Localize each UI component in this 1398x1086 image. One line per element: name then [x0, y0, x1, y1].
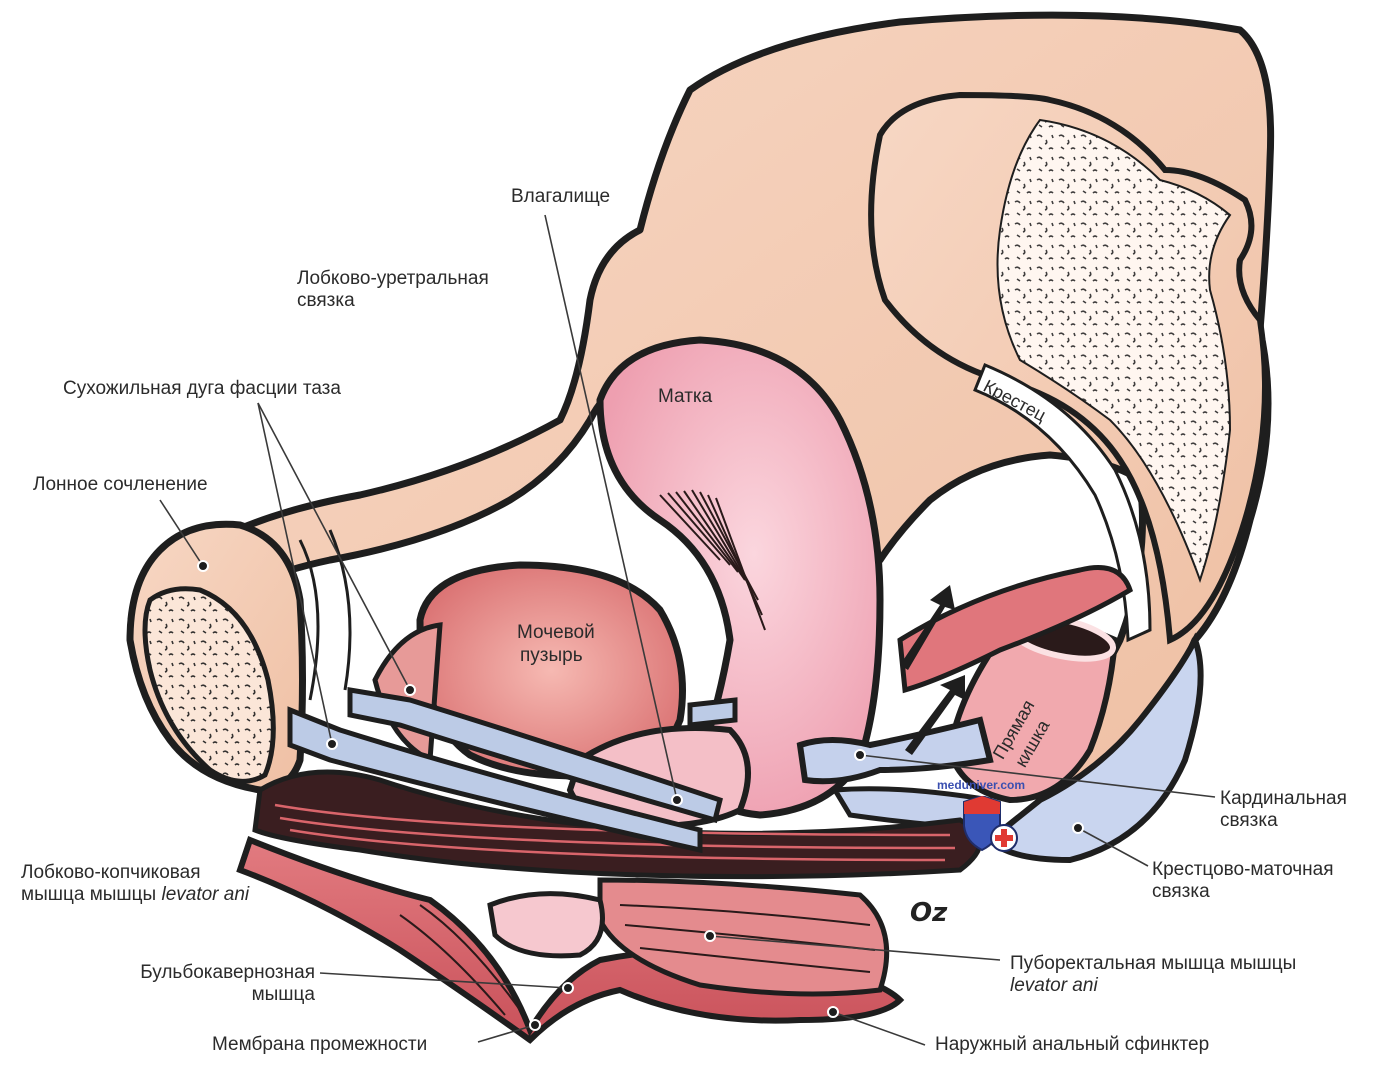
- uterus-fibers: [659, 489, 766, 631]
- arcus-tendineus-ligaments: [287, 687, 738, 854]
- label-bladder-line1: Мочевой: [517, 622, 595, 643]
- label-pubococcygeus-italic: levator ani: [161, 884, 250, 905]
- levator-ani-fibers: [274, 803, 956, 862]
- uterosacral-ligament: [985, 632, 1204, 864]
- label-pubourethral-line1: Лобково-уретральная: [297, 268, 489, 289]
- traction-arrows: [900, 585, 965, 755]
- bulb-structure: [487, 891, 605, 959]
- leader-vagina: [544, 214, 678, 801]
- leader-arcus-1: [257, 402, 333, 745]
- leader-dots: [197, 560, 1084, 1031]
- uterosacral-muscle-band: [897, 565, 1134, 694]
- label-uterosacral-line2: связка: [1152, 881, 1210, 902]
- label-cardinal-line2: связка: [1220, 810, 1278, 831]
- label-bulbocavernosus-line2: мышца: [251, 984, 315, 1005]
- cardinal-ligament: [796, 716, 994, 785]
- leader-anal-sphincter: [832, 1011, 926, 1046]
- leader-puborectalis: [709, 935, 1001, 961]
- label-pubococcygeus-line1: Лобково-копчиковая: [21, 862, 201, 883]
- label-arcus-tendineus: Сухожильная дуга фасции таза: [63, 378, 341, 399]
- label-cardinal-line1: Кардинальная: [1220, 788, 1347, 809]
- leader-lines: [159, 214, 1216, 1046]
- leader-perineal-membrane: [477, 1024, 536, 1043]
- label-uterosacral-line1: Крестцово-маточная: [1152, 859, 1334, 880]
- leader-uterosacral: [1077, 827, 1149, 867]
- label-pubourethral-line2: связка: [297, 290, 355, 311]
- watermark-shield-icon: [963, 796, 1018, 852]
- label-pubococcygeus-prefix: мышца мышцы: [21, 884, 162, 905]
- label-pubococcygeus-line2: мышца мышцы levator ani: [21, 884, 249, 906]
- watermark-text: meduniver.com: [937, 778, 1026, 792]
- label-pubic-symphysis: Лонное сочленение: [33, 474, 208, 495]
- label-vagina: Влагалище: [511, 186, 611, 207]
- sacral-canal: [973, 363, 1152, 643]
- leader-cardinal: [859, 754, 1216, 798]
- label-bulbocavernosus-line1: Бульбокавернозная: [140, 962, 315, 983]
- label-bladder-line2: пузырь: [520, 645, 583, 666]
- artist-signature: Oz: [910, 898, 948, 928]
- label-external-anal-sphincter: Наружный анальный сфинктер: [935, 1034, 1210, 1055]
- label-puborectalis-line2: levator ani: [1010, 975, 1098, 996]
- label-puborectalis-line1: Пуборектальная мышца мышцы: [1010, 953, 1297, 974]
- leader-arcus-2: [257, 402, 411, 691]
- leader-bulbocavernosus: [319, 972, 569, 989]
- leader-symphysis: [159, 499, 204, 567]
- label-uterus: Матка: [658, 386, 713, 407]
- label-perineal-membrane: Мембрана промежности: [212, 1034, 428, 1055]
